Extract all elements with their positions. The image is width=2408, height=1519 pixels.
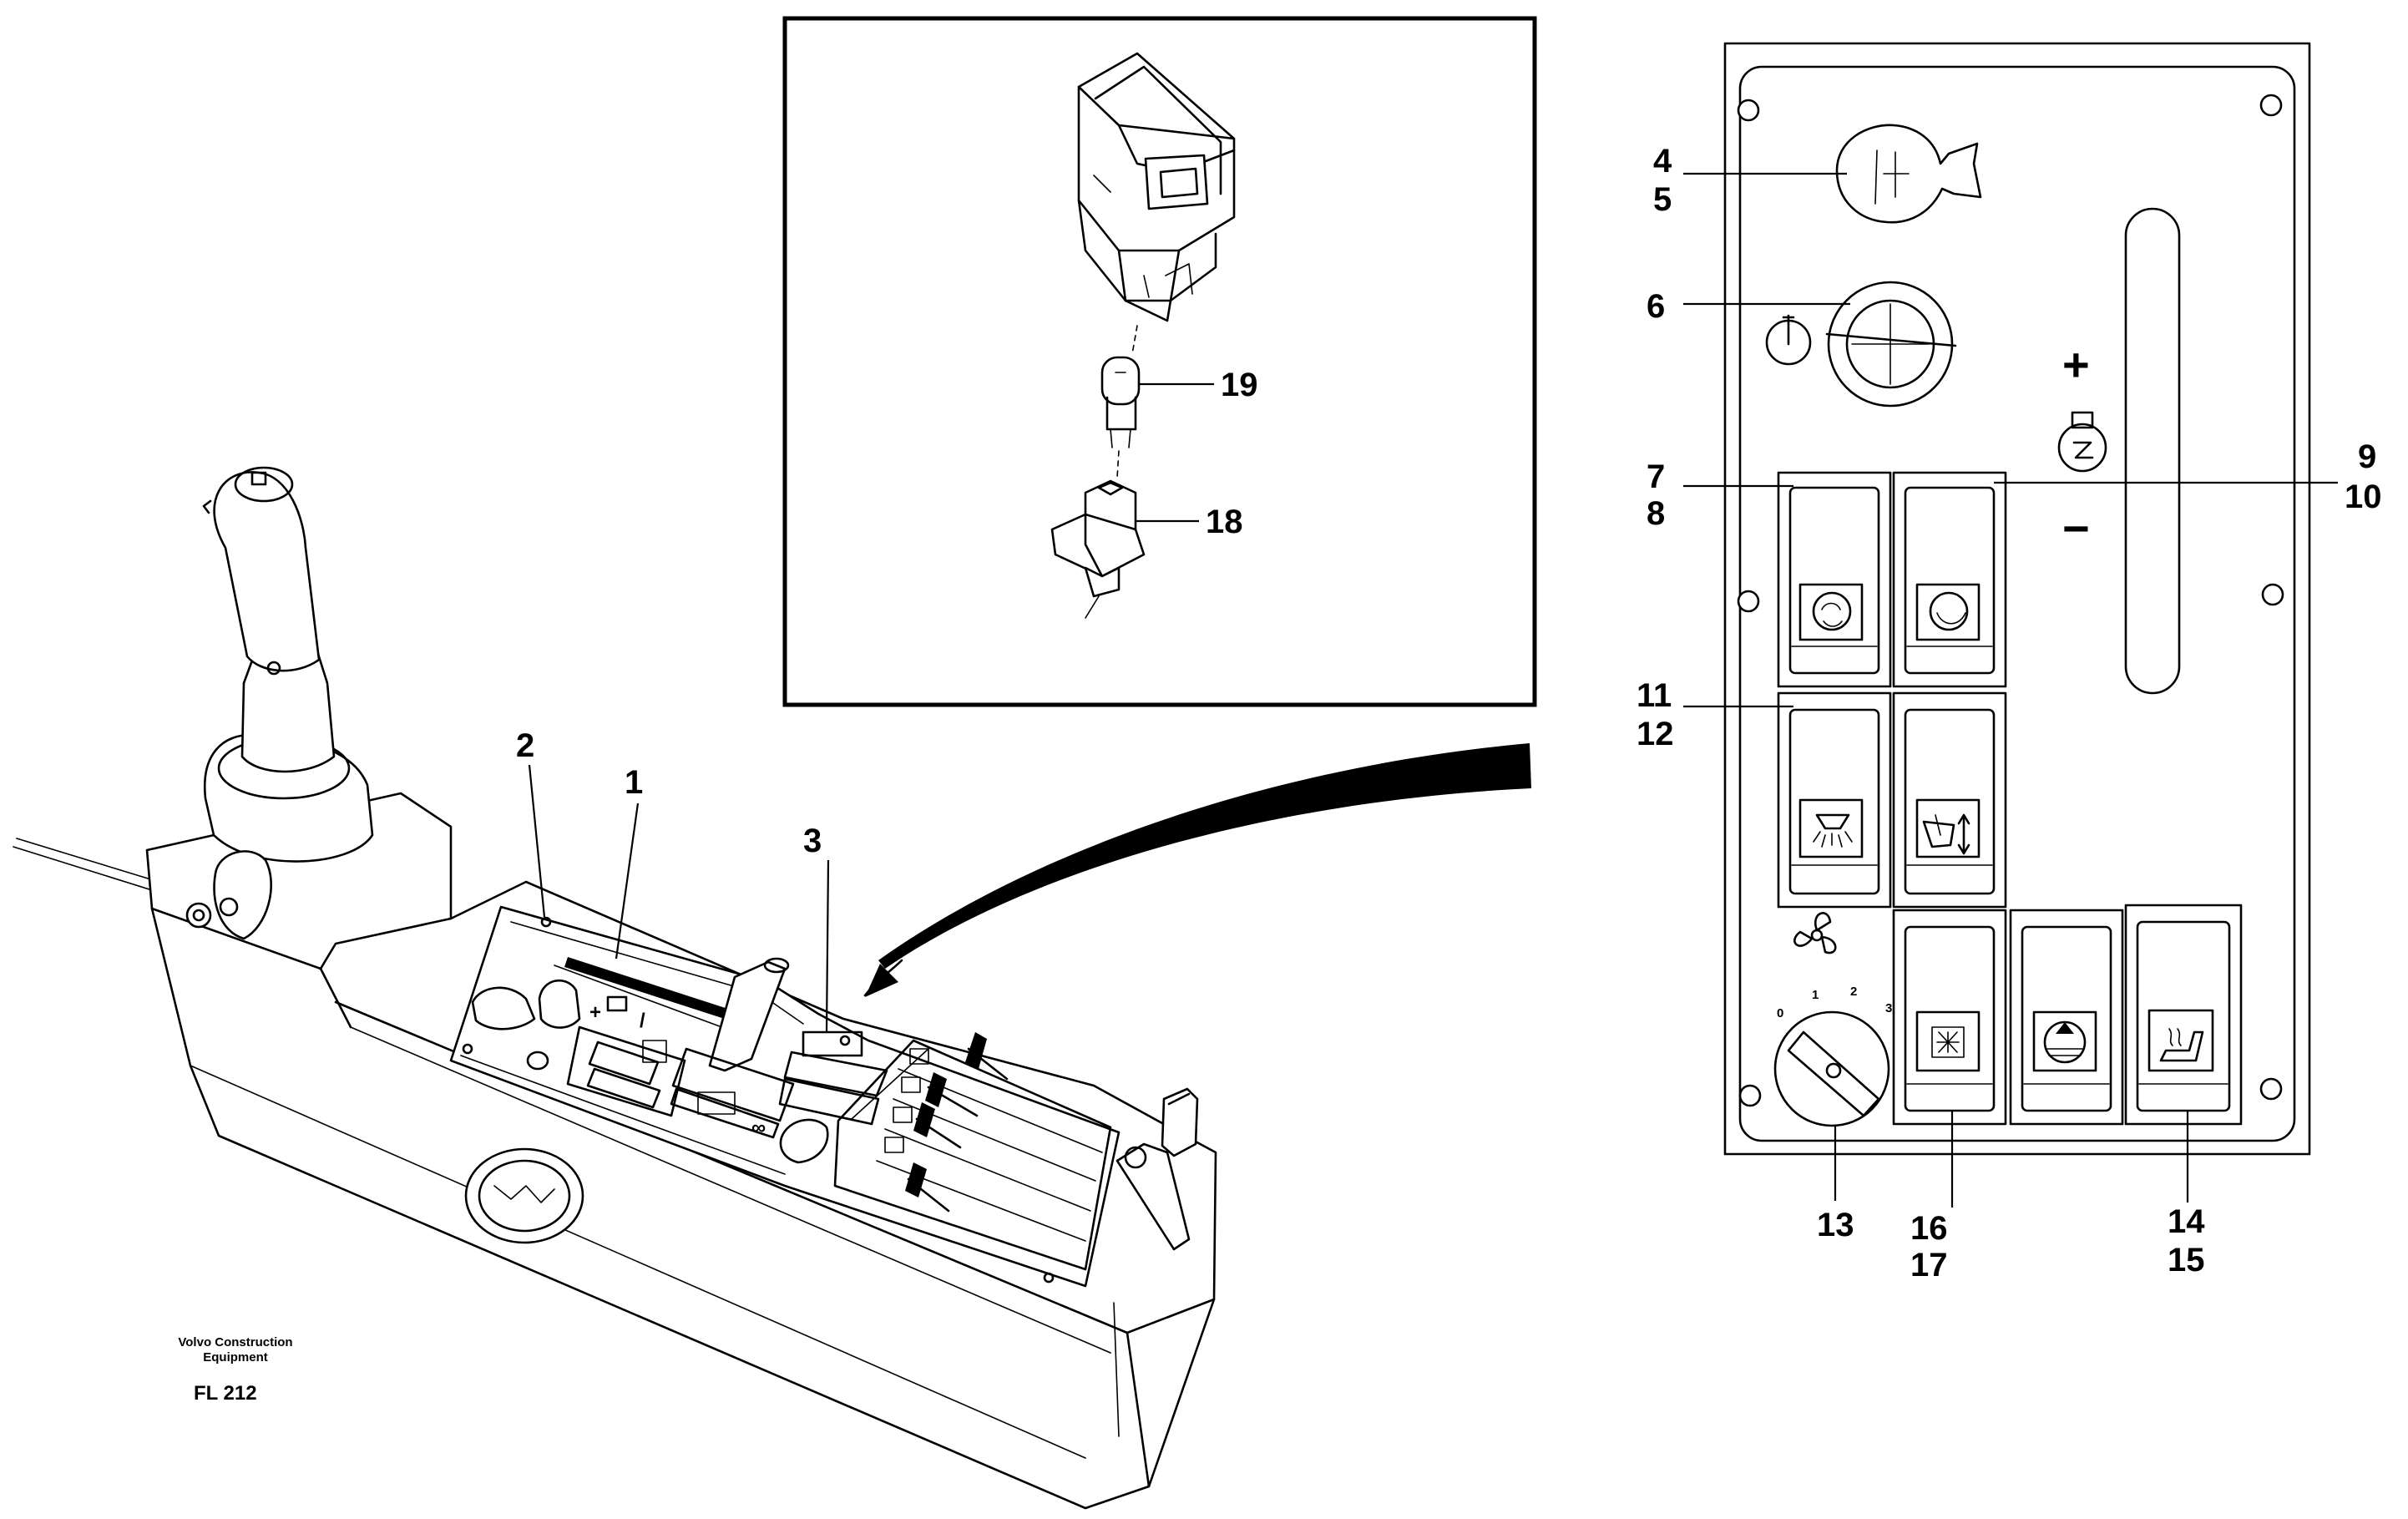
beacon-light-icon — [1813, 813, 1853, 848]
console-end-fitting — [1115, 1087, 1199, 1251]
ignition-controls — [471, 979, 581, 1071]
callout-14: 14 — [2168, 1203, 2205, 1240]
callout-5: 5 — [1653, 181, 1672, 218]
callout-13: 13 — [1817, 1207, 1854, 1243]
company-division: Equipment — [203, 1350, 268, 1365]
callout-4: 4 — [1653, 143, 1672, 180]
fan-dial-1: 1 — [1812, 988, 1819, 1002]
console-dial-marks: ∞ — [751, 1116, 766, 1139]
callout-15: 15 — [2168, 1242, 2205, 1278]
rear-light-icon — [1929, 591, 1969, 631]
figure-code: FL 212 — [194, 1382, 257, 1405]
bulb-holder-detail — [1050, 479, 1146, 619]
callout-1: 1 — [625, 764, 643, 801]
parking-brake-icon — [1835, 124, 1982, 224]
switch-14-15[interactable] — [2124, 904, 2243, 1126]
switch-panel: 4 5 6 + − — [1637, 42, 2382, 1284]
callout-16: 16 — [1910, 1210, 1948, 1247]
console-switch-bank — [566, 859, 888, 1139]
callout-7: 7 — [1647, 458, 1665, 495]
switch-7-8[interactable] — [1777, 471, 1892, 688]
slider-plus-mark: + — [589, 1001, 601, 1024]
switch-middle-bottom[interactable] — [2009, 909, 2124, 1126]
wiper-icon — [1922, 813, 1970, 855]
callout-6: 6 — [1647, 288, 1665, 325]
scroll-roller — [708, 957, 790, 1072]
callout-10: 10 — [2345, 478, 2382, 515]
fan-dial-2: 2 — [1850, 985, 1857, 999]
joystick — [202, 466, 374, 863]
callout-18: 18 — [1206, 504, 1243, 540]
callout-17: 17 — [1910, 1247, 1948, 1284]
throttle-plus: + — [2062, 338, 2090, 391]
callout-19: 19 — [1221, 367, 1258, 403]
switch-11-12-left[interactable] — [1777, 691, 1892, 909]
callout-12: 12 — [1637, 716, 1674, 752]
console-fan-knob: ∞ — [751, 1116, 829, 1164]
engine-temp-icon — [2057, 411, 2107, 473]
ignition-key-icon — [1825, 281, 1957, 408]
callout-9: 9 — [2358, 438, 2376, 475]
callout-11: 11 — [1637, 677, 1672, 714]
operator-console: + / ∞ — [13, 466, 1217, 1510]
callout-8: 8 — [1647, 495, 1665, 532]
slider-low-mark: / — [640, 1010, 645, 1032]
detail-inset: 19 18 — [782, 16, 1537, 707]
ignition-position-icon — [1765, 314, 1812, 366]
fan-dial-3: 3 — [1885, 1001, 1892, 1015]
seat-heater-icon — [2159, 1028, 2204, 1062]
panel-screws — [1737, 94, 2284, 1107]
callout-3: 3 — [803, 823, 822, 859]
volvo-badge — [464, 1147, 584, 1244]
switch-16-17[interactable] — [1892, 909, 2007, 1126]
company-name: Volvo Construction — [178, 1335, 292, 1349]
side-lock-knob — [185, 850, 273, 940]
pointer-arrow — [863, 743, 1531, 997]
work-light-icon — [1812, 591, 1852, 631]
figure-caption: Volvo Construction Equipment FL 212 — [178, 1335, 292, 1405]
rocker-switch-detail — [1077, 52, 1236, 322]
console-lever-bank — [833, 1032, 1112, 1271]
throttle-slider: + − — [2057, 207, 2181, 695]
throttle-minus: − — [2062, 502, 2090, 554]
defroster-icon — [1931, 1026, 1965, 1058]
beacon-icon — [2043, 1020, 2087, 1064]
fan-speed-dial[interactable]: 0 1 2 3 — [1773, 912, 1892, 1127]
bulb-detail — [1100, 356, 1141, 448]
switch-11-12-right[interactable] — [1892, 691, 2007, 909]
callout-2: 2 — [516, 727, 534, 764]
fan-dial-0: 0 — [1777, 1006, 1783, 1020]
switch-9-10[interactable] — [1892, 471, 2007, 688]
fan-icon — [1793, 912, 1837, 954]
